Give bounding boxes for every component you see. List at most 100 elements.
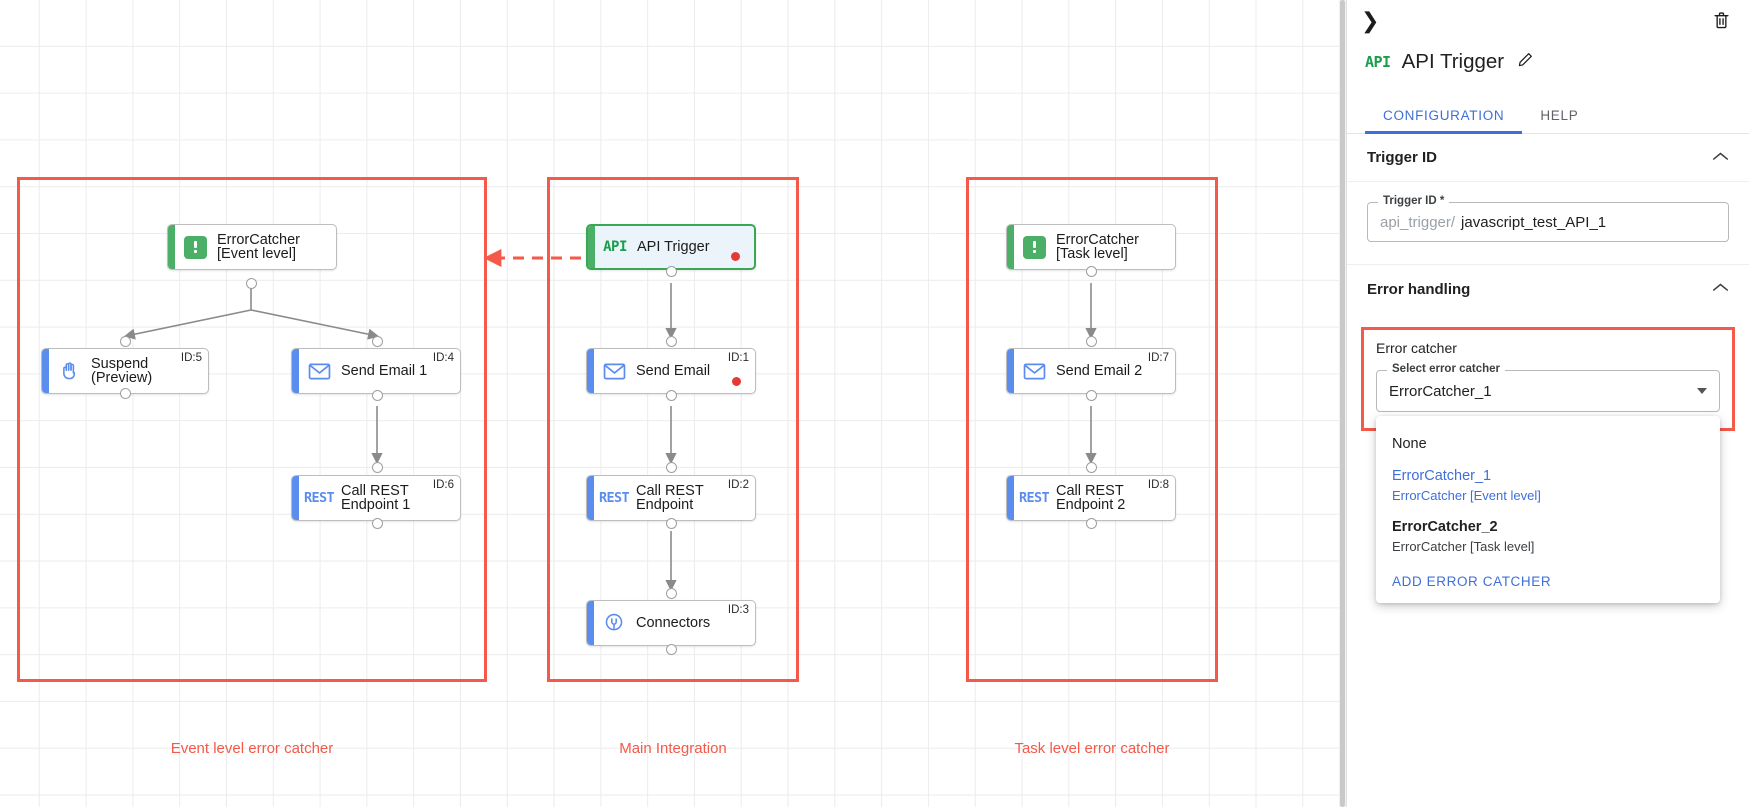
port-out-call-rest-2[interactable]: [1086, 518, 1097, 529]
node-api-trigger[interactable]: API API Trigger: [586, 224, 756, 270]
error-catcher-block: Error catcher Select error catcher Error…: [1361, 327, 1735, 603]
section-title: Error handling: [1367, 280, 1471, 298]
select-error-catcher[interactable]: Select error catcher ErrorCatcher_1: [1376, 363, 1720, 412]
api-icon: API: [1365, 53, 1391, 71]
pencil-icon[interactable]: [1517, 51, 1534, 73]
node-id-badge: ID:5: [180, 352, 202, 364]
node-label: ErrorCatcher [Task level]: [1056, 231, 1139, 262]
chevron-right-icon[interactable]: ❯: [1361, 9, 1380, 34]
port-out-api-trigger[interactable]: [666, 266, 677, 277]
node-call-rest-endpoint-2[interactable]: REST Call REST Endpoint 2 ID:8: [1006, 475, 1176, 521]
node-errorcatcher-task-level[interactable]: ErrorCatcher [Task level]: [1006, 224, 1176, 270]
rest-icon: REST: [598, 490, 630, 506]
port-out-send-email-2[interactable]: [1086, 390, 1097, 401]
hand-icon: [49, 360, 89, 382]
port-in-send-email[interactable]: [666, 336, 677, 347]
node-call-rest-endpoint-1[interactable]: REST Call REST Endpoint 1 ID:6: [291, 475, 461, 521]
error-catcher-dropdown-menu[interactable]: None ErrorCatcher_1 ErrorCatcher [Event …: [1376, 416, 1720, 603]
dropdown-option-none[interactable]: None: [1376, 428, 1720, 460]
group-box-main-integration[interactable]: [547, 177, 799, 682]
node-label: Suspend (Preview): [91, 355, 153, 386]
group-label-main-integration: Main Integration: [619, 740, 727, 757]
node-label: Send Email 1: [341, 362, 428, 379]
node-label: Call REST Endpoint 1: [341, 482, 411, 513]
node-accent-bar: [587, 476, 594, 520]
node-suspend[interactable]: Suspend (Preview) ID:5: [41, 348, 209, 394]
node-send-email-2[interactable]: Send Email 2 ID:7: [1006, 348, 1176, 394]
node-label: API Trigger: [637, 238, 710, 255]
node-send-email[interactable]: Send Email ID:1: [586, 348, 756, 394]
node-error-indicator: [731, 252, 740, 261]
port-in-call-rest-1[interactable]: [372, 462, 383, 473]
api-icon: API: [603, 239, 627, 255]
node-errorcatcher-event-level[interactable]: ErrorCatcher [Event level]: [167, 224, 337, 270]
envelope-icon: [594, 362, 634, 381]
section-title: Trigger ID: [1367, 149, 1438, 166]
chevron-up-icon[interactable]: [1712, 149, 1729, 167]
port-out-send-email-1[interactable]: [372, 390, 383, 401]
node-label: Call REST Endpoint: [636, 482, 704, 513]
node-label: Send Email 2: [1056, 362, 1143, 379]
trigger-id-legend: Trigger ID *: [1378, 195, 1450, 207]
node-accent-bar: [587, 601, 594, 645]
select-error-catcher-value: ErrorCatcher_1: [1389, 382, 1492, 400]
rest-icon: REST: [1018, 490, 1050, 506]
trigger-id-field-wrap: Trigger ID * api_trigger/ javascript_tes…: [1347, 182, 1749, 265]
node-accent-bar: [292, 476, 299, 520]
port-in-send-email-1[interactable]: [372, 336, 383, 347]
node-id-badge: ID:8: [1147, 479, 1169, 491]
flow-canvas[interactable]: Event level error catcher ErrorCatcher […: [0, 0, 1346, 807]
envelope-icon: [299, 362, 339, 381]
section-header-error-handling[interactable]: Error handling: [1347, 265, 1749, 313]
dropdown-option-errorcatcher-1[interactable]: ErrorCatcher_1 ErrorCatcher [Event level…: [1376, 460, 1720, 511]
port-in-suspend[interactable]: [120, 336, 131, 347]
port-out-call-rest-1[interactable]: [372, 518, 383, 529]
port-out-call-rest[interactable]: [666, 518, 677, 529]
trigger-id-value: javascript_test_API_1: [1461, 213, 1607, 231]
group-label-task-level: Task level error catcher: [1014, 740, 1170, 757]
group-box-task-level[interactable]: [966, 177, 1218, 682]
port-out-suspend[interactable]: [120, 388, 131, 399]
tab-configuration[interactable]: CONFIGURATION: [1365, 108, 1523, 134]
node-accent-bar: [587, 349, 594, 393]
tab-help[interactable]: HELP: [1540, 108, 1579, 123]
port-out-connectors[interactable]: [666, 644, 677, 655]
canvas-vertical-scrollbar[interactable]: [1339, 0, 1346, 807]
dropdown-option-errorcatcher-2[interactable]: ErrorCatcher_2 ErrorCatcher [Task level]: [1376, 511, 1720, 562]
group-box-event-level[interactable]: [17, 177, 487, 682]
node-accent-bar: [1007, 349, 1014, 393]
node-connectors[interactable]: Connectors ID:3: [586, 600, 756, 646]
scrollbar-thumb[interactable]: [1340, 0, 1345, 807]
node-accent-bar: [588, 226, 595, 268]
node-send-email-1[interactable]: Send Email 1 ID:4: [291, 348, 461, 394]
port-in-call-rest[interactable]: [666, 462, 677, 473]
trigger-id-prefix: api_trigger/: [1380, 213, 1456, 231]
node-call-rest-endpoint[interactable]: REST Call REST Endpoint ID:2: [586, 475, 756, 521]
node-id-badge: ID:3: [727, 604, 749, 616]
add-error-catcher-button[interactable]: ADD ERROR CATCHER: [1392, 574, 1552, 589]
node-label: Call REST Endpoint 2: [1056, 482, 1126, 513]
node-id-badge: ID:2: [727, 479, 749, 491]
port-in-send-email-2[interactable]: [1086, 336, 1097, 347]
node-accent-bar: [292, 349, 299, 393]
option-secondary-label: ErrorCatcher [Task level]: [1392, 539, 1535, 554]
trash-icon[interactable]: [1712, 10, 1731, 35]
node-label: ErrorCatcher [Event level]: [217, 231, 300, 262]
port-in-call-rest-2[interactable]: [1086, 462, 1097, 473]
port-out-errorcatcher-task[interactable]: [1086, 266, 1097, 277]
port-in-connectors[interactable]: [666, 588, 677, 599]
section-header-trigger-id[interactable]: Trigger ID: [1347, 134, 1749, 182]
node-id-badge: ID:4: [432, 352, 454, 364]
port-out-send-email[interactable]: [666, 390, 677, 401]
node-label: Connectors: [636, 614, 711, 631]
node-id-badge: ID:7: [1147, 352, 1169, 364]
node-label: Send Email: [636, 362, 711, 379]
trigger-id-input[interactable]: Trigger ID * api_trigger/ javascript_tes…: [1367, 195, 1729, 242]
option-primary-label: ErrorCatcher_1: [1392, 468, 1492, 484]
node-accent-bar: [42, 349, 49, 393]
port-out-errorcatcher-event[interactable]: [246, 278, 257, 289]
chevron-down-icon[interactable]: [1697, 388, 1707, 394]
chevron-up-icon[interactable]: [1712, 280, 1729, 298]
option-secondary-label: ErrorCatcher [Event level]: [1392, 488, 1541, 503]
